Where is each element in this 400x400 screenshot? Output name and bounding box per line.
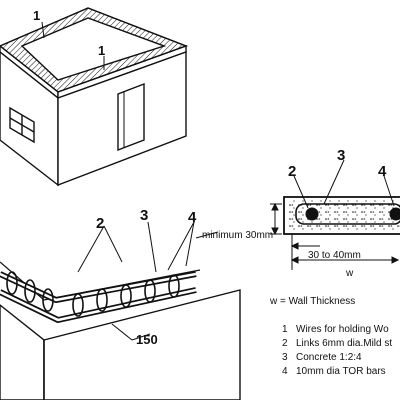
legend-item: 2 Links 6mm dia.Mild st: [270, 337, 400, 351]
door: [117, 82, 145, 152]
section-dimensions: [270, 202, 400, 270]
legend-item-num: 2: [282, 338, 288, 349]
legend-item-num: 3: [282, 352, 288, 363]
wall-corner-left: [0, 304, 45, 400]
legend-definition: w = Wall Thickness: [270, 296, 356, 307]
legend-item-text: 10mm dia TOR bars: [296, 366, 386, 377]
roof-inner: [20, 17, 167, 81]
legend-item: 4 10mm dia TOR bars: [270, 365, 400, 379]
detail-callout-4: 4: [378, 163, 387, 180]
detail-callout-2: 2: [288, 163, 296, 180]
legend: w = Wall Thickness 1 Wires for holding Wo…: [270, 296, 400, 379]
beam-corner-illustration: [0, 221, 241, 400]
dim-minimum-cover: minimum 30mm: [202, 230, 273, 241]
stirrup-link: [295, 203, 400, 225]
rebar-left: [305, 207, 319, 221]
callout-1-roof: 1: [98, 43, 105, 58]
legend-item: 1 Wires for holding Wo: [270, 323, 400, 337]
stirrup-links: [6, 271, 180, 317]
legend-item-text: Links 6mm dia.Mild st: [296, 338, 393, 349]
section-callout-2: 2: [96, 215, 104, 232]
building-callouts: [41, 21, 105, 70]
section-callout-4: 4: [188, 209, 197, 226]
rebar-right: [389, 207, 400, 221]
legend-item-text: Wires for holding Wo: [296, 324, 389, 335]
detail-callout-3: 3: [337, 147, 345, 164]
section-callout-3: 3: [140, 207, 148, 224]
dim-range: 30 to 40mm: [308, 250, 361, 261]
dim-link-spacing: 150: [136, 332, 158, 347]
legend-item-text: Concrete 1:2:4: [296, 352, 362, 363]
building-illustration: [0, 7, 189, 187]
legend-item: 3 Concrete 1:2:4: [270, 351, 400, 365]
beam-section-detail: [283, 159, 400, 235]
legend-item-num: 4: [282, 366, 288, 377]
legend-item-num: 1: [282, 324, 288, 335]
callout-1-top: 1: [33, 8, 40, 23]
dim-width: w: [345, 268, 354, 279]
